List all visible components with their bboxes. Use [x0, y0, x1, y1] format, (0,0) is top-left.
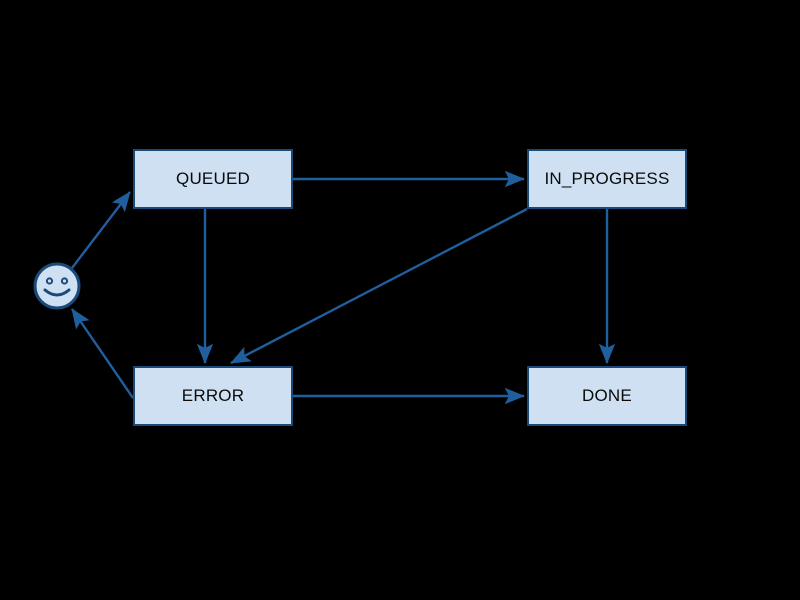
smiley-eye-right: [60, 277, 69, 285]
start-node[interactable]: [32, 261, 82, 311]
state-node-queued[interactable]: QUEUED: [133, 149, 293, 209]
edge-in-progress-to-error: [230, 207, 528, 365]
edge-error-to-start: [71, 308, 134, 399]
smiley-mouth: [43, 288, 71, 297]
smiley-head: [33, 262, 81, 310]
state-label-queued: QUEUED: [176, 169, 250, 188]
smiley-face-icon: [33, 262, 81, 310]
state-node-in-progress[interactable]: IN_PROGRESS: [527, 149, 687, 209]
smiley-eye-left: [45, 277, 54, 285]
state-label-in-progress: IN_PROGRESS: [544, 169, 670, 188]
edge-start-to-queued: [71, 191, 131, 269]
state-node-done[interactable]: DONE: [527, 366, 687, 426]
state-label-done: DONE: [582, 386, 632, 405]
state-label-error: ERROR: [181, 386, 245, 405]
state-node-error[interactable]: ERROR: [133, 366, 293, 426]
